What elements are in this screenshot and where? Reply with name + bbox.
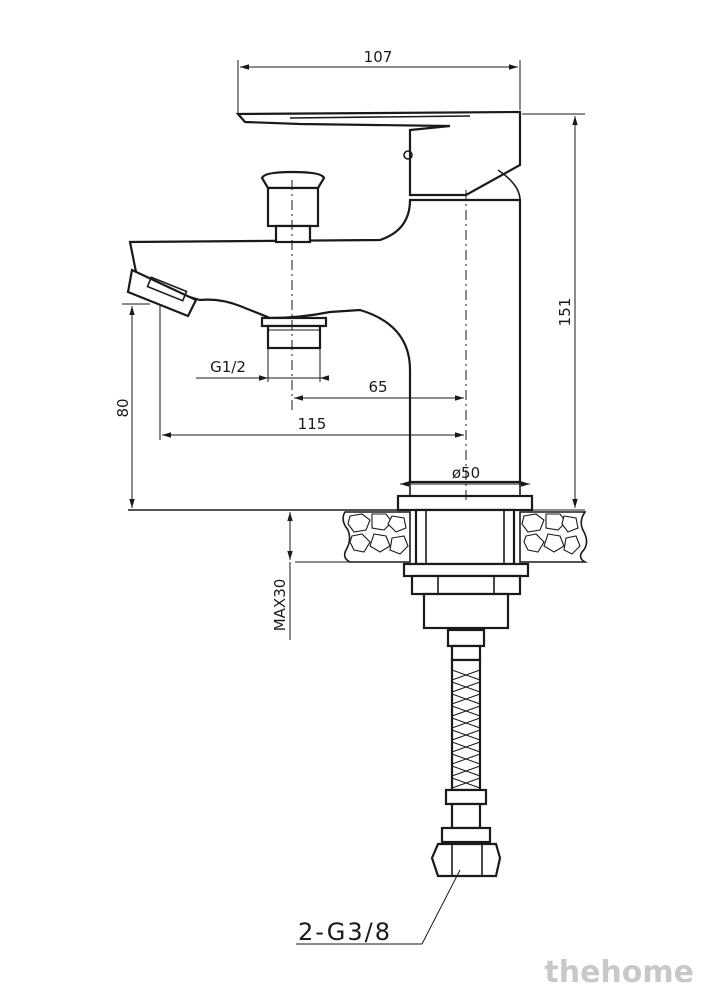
hose-connection-label: 2-G3/8 xyxy=(298,918,392,946)
dimension-spout-reach: 115 xyxy=(159,304,464,440)
base-diameter-label: ø50 xyxy=(452,464,480,482)
diverter-knob xyxy=(260,170,326,244)
dimension-height-label: 151 xyxy=(556,298,574,327)
stone-texture-left xyxy=(347,513,409,555)
max-thickness-label: MAX30 xyxy=(271,579,289,632)
inlet-nipple xyxy=(260,316,328,350)
base-ring xyxy=(396,494,534,512)
main-column xyxy=(128,198,522,484)
dimension-base-diameter: ø50 xyxy=(400,464,530,487)
braided-hose xyxy=(430,628,502,878)
spout-to-center-label: 65 xyxy=(368,378,387,396)
dimension-height-total: 151 xyxy=(522,113,585,511)
countertop xyxy=(128,509,589,563)
spout-reach-label: 115 xyxy=(298,415,327,433)
lever-handle xyxy=(235,110,522,197)
dimension-spout-to-center: 65 xyxy=(294,378,464,401)
hex-nut xyxy=(430,842,502,878)
dimension-width-top: 107 xyxy=(237,48,521,115)
inlet-thread-label: G1/2 xyxy=(210,358,246,376)
mounting-hardware xyxy=(402,508,530,630)
dimension-width-label: 107 xyxy=(364,48,393,66)
dimension-spout-height: 80 xyxy=(114,303,150,508)
faucet-body xyxy=(126,110,534,512)
watermark-logo: thehome xyxy=(544,955,694,990)
callout-hose-connection: 2-G3/8 xyxy=(296,869,461,946)
stone-texture-right xyxy=(521,513,581,555)
spout-height-label: 80 xyxy=(114,398,132,417)
dimension-max-thickness: MAX30 xyxy=(271,512,293,640)
dimension-inlet-thread: G1/2 xyxy=(196,348,329,382)
center-lines xyxy=(291,180,467,500)
